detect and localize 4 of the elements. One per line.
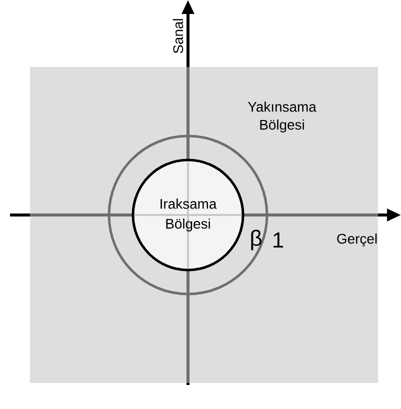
value-label: 1	[274, 232, 284, 248]
axis-label: Gerçel	[337, 233, 377, 247]
region-label: Yakınsama Bölgesi	[248, 102, 316, 132]
axis-label: Sanal	[172, 19, 184, 54]
